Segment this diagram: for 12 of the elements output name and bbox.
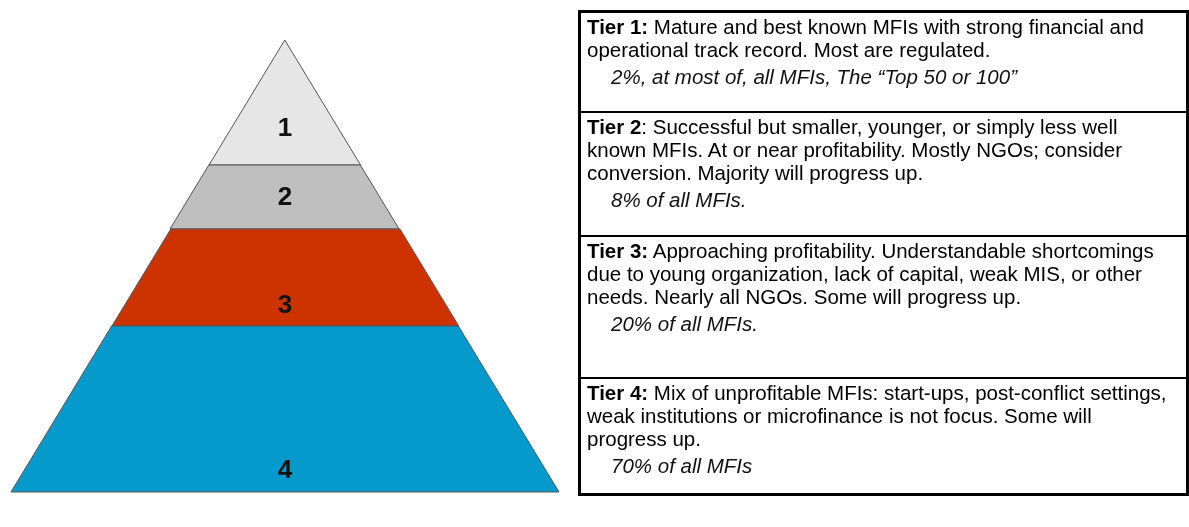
tier-number: 1: [277, 112, 293, 143]
share-note: 2%, at most of, all MFIs, The “Top 50 or 100”: [611, 65, 1017, 88]
tier-description: Tier 4: Mix of unprofitable MFIs: start-ups, post-conflict settings, weak institutions or microfinance is not focus. Some will progress up.: [587, 381, 1168, 450]
tier-number: 2: [277, 181, 293, 212]
tier-number: 3: [277, 289, 293, 320]
tier-description: Tier 2: Successful but smaller, younger, or simply less well known MFIs. At or near profitability. Mostly NGOs; consider conversion. Majority will progress up.: [587, 115, 1124, 184]
share-note: 20% of all MFIs.: [611, 312, 758, 335]
share-note: 8% of all MFIs.: [611, 188, 747, 211]
tier-description: Tier 3: Approaching profitability. Understandable shortcomings due to young organization, lack of capital, weak MIS, or other needs. Nearly all NGOs. Some will progress up.: [587, 239, 1155, 308]
share-note: 70% of all MFIs: [611, 454, 753, 477]
tier-description: Tier 1: Mature and best known MFIs with strong financial and operational track record. Most are regulated.: [587, 15, 1145, 61]
tier-number: 4: [277, 454, 293, 485]
